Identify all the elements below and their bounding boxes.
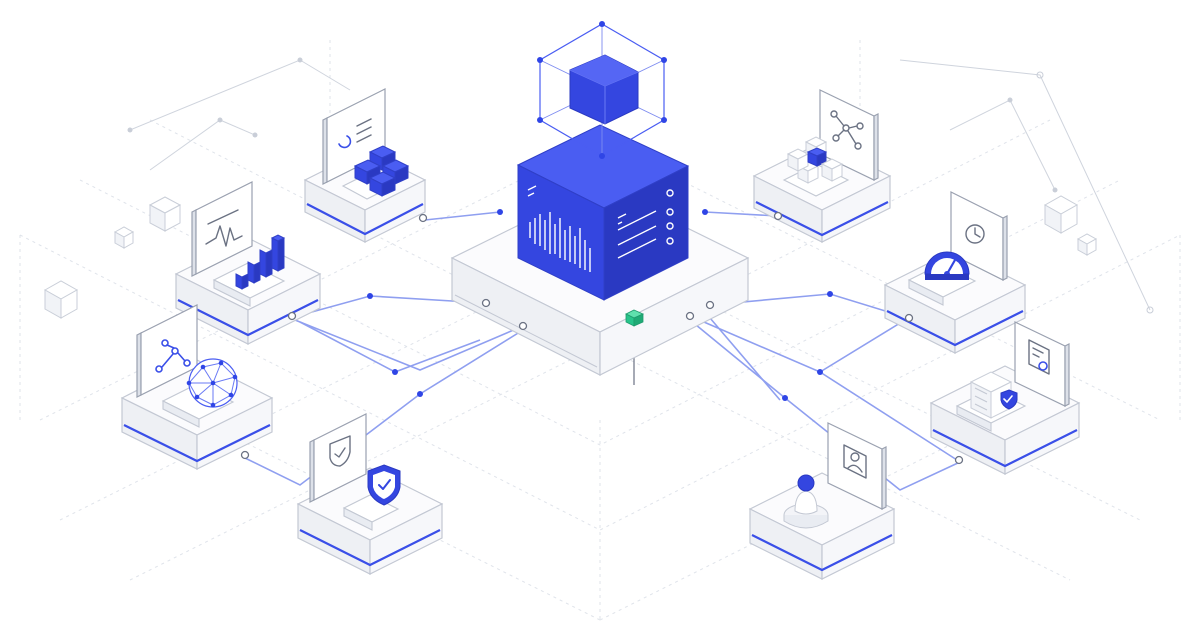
- clipboard-check-icon: [1014, 321, 1070, 407]
- module-analytics: [174, 181, 322, 345]
- module-integration: [752, 89, 892, 243]
- block-stack-icon: [353, 145, 410, 197]
- module-contacts-database: [303, 88, 428, 243]
- gauge-icon: [924, 251, 970, 280]
- module-identity: [748, 422, 896, 580]
- module-network: [120, 304, 274, 470]
- signal-chart-icon: [191, 181, 253, 277]
- clock-icon: [950, 191, 1008, 281]
- module-security: [296, 413, 444, 575]
- user-card-icon: [827, 422, 887, 510]
- status-indicator-icon: [625, 309, 644, 327]
- user-pawn-icon: [783, 474, 829, 529]
- shield-check-icon: [367, 464, 401, 506]
- block-stack-icon: [786, 136, 844, 184]
- module-compliance: [929, 321, 1081, 475]
- wireframe-sphere-icon: [186, 358, 238, 408]
- module-performance: [883, 191, 1027, 354]
- analytics-cube-icon: [516, 124, 690, 301]
- shield-icon: [309, 413, 367, 503]
- connection-wires: [244, 211, 961, 491]
- ghost-cubes: [43, 195, 1098, 319]
- bar-steps-icon: [235, 234, 286, 290]
- node-graph-icon: [819, 89, 879, 181]
- verified-box-icon: [969, 371, 1018, 419]
- node-graph-icon: [136, 304, 198, 398]
- central-hub: [450, 21, 750, 376]
- wireframe-crystal-icon: [537, 21, 667, 159]
